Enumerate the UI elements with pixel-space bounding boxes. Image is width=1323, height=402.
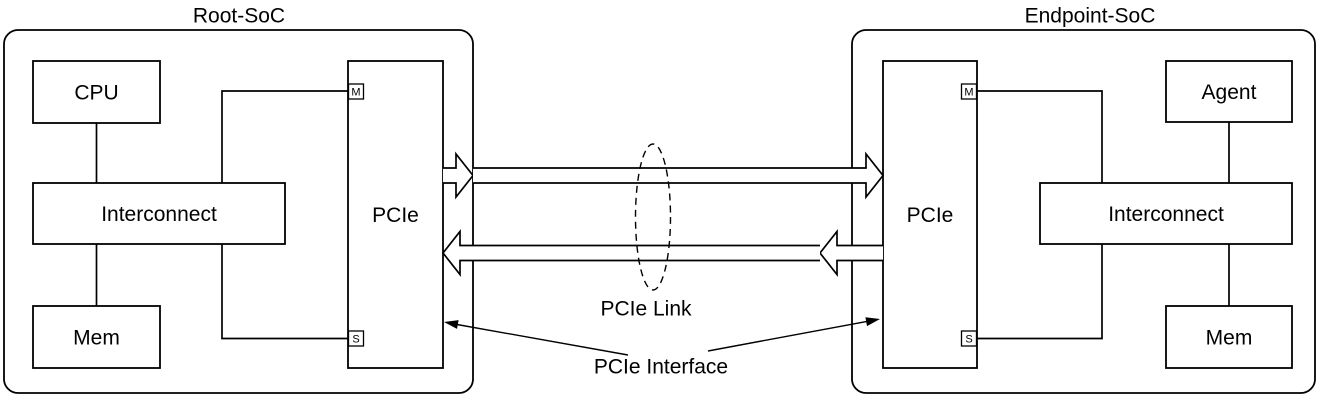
root-interconnect-label: Interconnect (101, 203, 217, 226)
endpoint-interconnect-label: Interconnect (1108, 203, 1224, 226)
endpoint-pcie-label: PCIe (907, 204, 954, 227)
root-master-port (347, 83, 365, 100)
link-arrow-right-head (473, 151, 885, 200)
endpoint-interconnect-block (1039, 182, 1293, 245)
endpoint-slave-to-interconnect-wire (976, 244, 1103, 340)
pcie-interface-arrow-right-head (865, 317, 880, 327)
pcie-interface-callout: PCIe Interface (444, 317, 880, 379)
endpoint-mem-block (1165, 305, 1293, 369)
pcie-link-arrows (441, 151, 885, 277)
root-slave-port (347, 330, 365, 347)
pcie-link-label: PCIe Link (600, 298, 692, 321)
endpoint-slave-port-label: S (965, 333, 972, 345)
root-mem-label: Mem (73, 327, 120, 350)
root-pcie-label: PCIe (372, 204, 419, 227)
endpoint-master-port (960, 83, 978, 100)
pcie-interface-arrow-left-line (456, 323, 629, 356)
endpoint-master-port-label: M (964, 86, 973, 98)
root-master-port-label: M (351, 86, 360, 98)
endpoint-pcie-block (882, 60, 978, 369)
root-interconnect-block (32, 182, 286, 245)
root-interconnect-to-master-wire (221, 90, 349, 183)
root-pcie-block (347, 60, 444, 369)
root-soc: Root-SoC CPU Interconnect Mem PCIe (3, 5, 474, 394)
root-soc-title: Root-SoC (193, 5, 285, 28)
endpoint-mem-label: Mem (1206, 327, 1253, 350)
root-slave-port-label: S (352, 333, 359, 345)
root-interconnect-to-slave-wire (221, 244, 349, 340)
pcie-link-callout: PCIe Link (600, 143, 692, 321)
endpoint-soc-title: Endpoint-SoC (1025, 5, 1156, 28)
pcie-interface-arrow-left-head (444, 320, 459, 329)
pcie-interface-label: PCIe Interface (594, 356, 728, 379)
root-mem-block (32, 305, 161, 369)
root-cpu-label: CPU (74, 82, 118, 105)
endpoint-slave-port (960, 330, 978, 347)
endpoint-agent-label: Agent (1202, 81, 1257, 104)
endpoint-master-to-interconnect-wire (976, 90, 1103, 183)
port-squares: M S M S (347, 83, 978, 347)
endpoint-soc: Endpoint-SoC PCIe Agent Interconnect Mem (851, 5, 1316, 394)
endpoint-agent-block (1165, 60, 1293, 123)
pcie-interface-arrow-right-line (707, 320, 868, 352)
link-arrow-left-head (441, 229, 820, 277)
pcie-link-ellipse (634, 143, 672, 291)
root-cpu-block (32, 60, 161, 124)
